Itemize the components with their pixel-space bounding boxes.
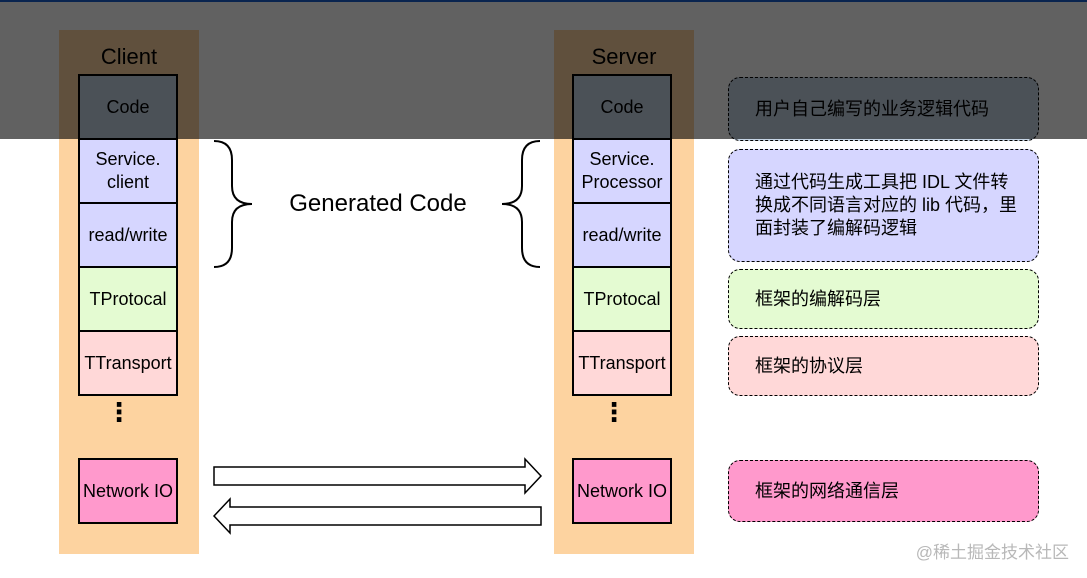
- server-readwrite-layer: read/write: [572, 202, 672, 268]
- watermark: @稀土掘金技术社区: [915, 543, 1069, 562]
- client-service-layer: Service. client: [78, 138, 178, 204]
- server-protocol-layer: TProtocal: [572, 266, 672, 332]
- server-network-layer: Network IO: [572, 458, 672, 524]
- server-transport-layer: TTransport: [572, 330, 672, 396]
- note-business-logic: 用户自己编写的业务逻辑代码: [728, 77, 1039, 141]
- server-service-layer: Service. Processor: [572, 138, 672, 204]
- note-codec-layer: 框架的编解码层: [728, 269, 1039, 329]
- client-transport-layer: TTransport: [78, 330, 178, 396]
- right-brace-icon: [501, 140, 541, 268]
- response-arrow-icon: [212, 497, 542, 535]
- client-network-layer: Network IO: [78, 458, 178, 524]
- note-idl-codegen: 通过代码生成工具把 IDL 文件转换成不同语言对应的 lib 代码，里面封装了编…: [728, 149, 1039, 262]
- client-readwrite-layer: read/write: [78, 202, 178, 268]
- generated-code-label: Generated Code: [289, 190, 467, 217]
- left-brace-icon: [213, 140, 253, 268]
- note-network-layer: 框架的网络通信层: [728, 460, 1039, 522]
- client-protocol-layer: TProtocal: [78, 266, 178, 332]
- note-protocol-layer: 框架的协议层: [728, 336, 1039, 396]
- request-arrow-icon: [213, 457, 543, 495]
